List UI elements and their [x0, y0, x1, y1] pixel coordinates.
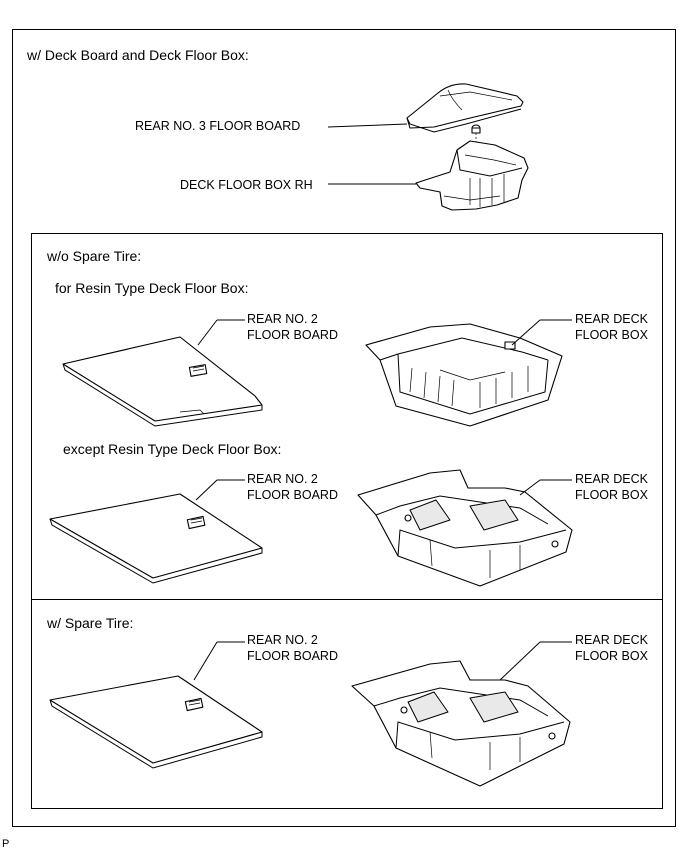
resin-rear-no2-floor-board-label-line2: FLOOR BOARD	[247, 328, 338, 342]
except-rear-no2-floor-board-label-line1: REAR NO. 2	[247, 472, 318, 486]
resin-type-subtitle: for Resin Type Deck Floor Box:	[55, 280, 249, 296]
spare-rear-no2-floor-board-label-line2: FLOOR BOARD	[247, 649, 338, 663]
spare-rear-no2-floor-board-label-line1: REAR NO. 2	[247, 633, 318, 647]
footer-mark: P	[2, 838, 10, 850]
except-resin-type-subtitle: except Resin Type Deck Floor Box:	[63, 441, 282, 457]
except-rear-deck-floor-box-label-line2: FLOOR BOX	[575, 488, 648, 502]
resin-rear-deck-floor-box-label-line2: FLOOR BOX	[575, 328, 648, 342]
spare-rear-deck-floor-box-label-line2: FLOOR BOX	[575, 649, 648, 663]
except-rear-no2-floor-board-label-line2: FLOOR BOARD	[247, 488, 338, 502]
outer-frame	[12, 29, 676, 827]
resin-rear-deck-floor-box-label-line1: REAR DECK	[575, 312, 648, 326]
deck-floor-box-rh-label: DECK FLOOR BOX RH	[180, 178, 313, 192]
except-rear-deck-floor-box-label-line1: REAR DECK	[575, 472, 648, 486]
without-spare-tire-title: w/o Spare Tire:	[47, 248, 142, 264]
with-spare-tire-frame	[31, 599, 663, 809]
spare-rear-deck-floor-box-label-line1: REAR DECK	[575, 633, 648, 647]
resin-rear-no2-floor-board-label-line1: REAR NO. 2	[247, 312, 318, 326]
rear-no3-floor-board-label: REAR NO. 3 FLOOR BOARD	[135, 119, 301, 133]
with-spare-tire-title: w/ Spare Tire:	[47, 615, 134, 631]
deck-board-section-title: w/ Deck Board and Deck Floor Box:	[27, 47, 249, 63]
